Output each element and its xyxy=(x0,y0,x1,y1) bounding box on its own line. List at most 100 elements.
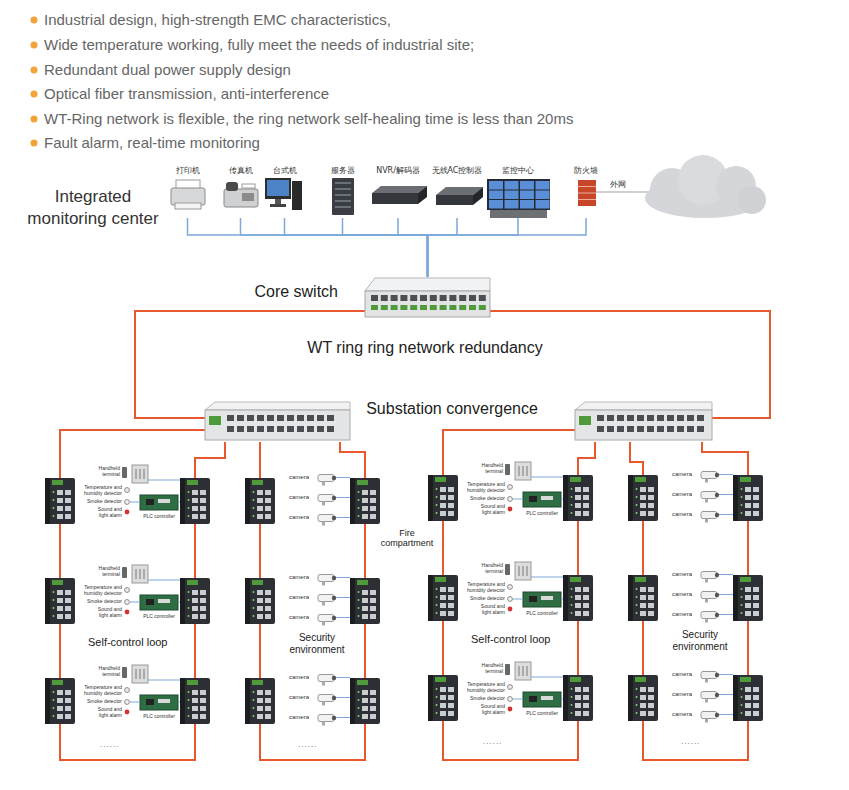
signal-wire xyxy=(178,702,180,703)
sensor-label: Handheld terminal xyxy=(88,466,120,478)
handheld-icon xyxy=(122,567,127,578)
monitor-wall-icon xyxy=(536,181,550,190)
ring-wire xyxy=(747,521,749,575)
switch-port xyxy=(745,687,751,692)
control-board xyxy=(140,695,178,710)
ipc-icon xyxy=(701,612,717,619)
switch-port xyxy=(448,503,454,508)
ring-title: WT ring ring network redundancy xyxy=(302,339,548,357)
terminal-block xyxy=(209,416,221,425)
switch-port xyxy=(448,595,454,600)
industrial-switch xyxy=(428,675,458,721)
switch-port xyxy=(753,711,759,716)
desktop-icon xyxy=(275,199,281,204)
firewall-icon xyxy=(578,186,596,187)
switch-port xyxy=(440,687,446,692)
switch-port xyxy=(65,506,71,511)
switch-port xyxy=(410,305,417,310)
status-led xyxy=(436,488,438,490)
switch-port xyxy=(440,305,447,310)
ring-wire xyxy=(259,624,261,678)
ipc-icon xyxy=(715,593,719,597)
industrial-switch xyxy=(428,675,458,721)
switch-port xyxy=(469,295,476,301)
ipc-label: camera xyxy=(289,694,315,701)
feature-bullet: WT-Ring network is flexible, the ring ne… xyxy=(44,110,573,127)
status-led xyxy=(741,588,743,590)
status-led xyxy=(253,499,255,501)
industrial-switch xyxy=(563,575,568,621)
ipc-label: camera xyxy=(289,674,315,681)
switch-port xyxy=(265,498,271,503)
switch-port xyxy=(420,305,427,310)
switch-port xyxy=(640,703,646,708)
switch-port xyxy=(440,603,446,608)
sensor-label: Sound and light alarm xyxy=(92,607,122,619)
switch-port xyxy=(575,503,581,508)
terminal-block xyxy=(52,480,63,485)
switch-port xyxy=(65,490,71,495)
ipc-icon xyxy=(318,695,334,702)
status-led xyxy=(253,707,255,709)
sensor-label: Temperature and humidity detector xyxy=(76,585,122,597)
status-led xyxy=(358,699,360,701)
switch-port xyxy=(257,614,263,619)
switch-port xyxy=(648,611,654,616)
switch-port xyxy=(362,714,368,719)
switch-port xyxy=(648,703,654,708)
bullet-dot xyxy=(31,67,38,74)
switch-port xyxy=(200,498,206,503)
switch-port xyxy=(753,511,759,516)
detector-icon xyxy=(125,600,130,605)
switch-port xyxy=(697,415,704,421)
control-board xyxy=(140,495,178,510)
industrial-switch xyxy=(733,475,738,521)
status-led xyxy=(53,507,55,509)
feature-bullet: Optical fiber transmission, anti-interfe… xyxy=(44,85,329,102)
status-led xyxy=(741,688,743,690)
sensor-label: Temperature and humidity detector xyxy=(76,685,122,697)
industrial-switch xyxy=(180,478,185,524)
industrial-switch xyxy=(245,578,275,624)
industrial-switch xyxy=(733,575,738,621)
switch-port xyxy=(362,706,368,711)
terminal-block xyxy=(252,580,263,585)
ipc-label: camera xyxy=(289,614,315,621)
industrial-switch xyxy=(350,478,380,524)
status-led xyxy=(358,491,360,493)
switch-port xyxy=(317,426,324,432)
alarm-icon xyxy=(125,610,130,615)
industrial-switch xyxy=(350,678,380,724)
ipc-icon xyxy=(701,472,717,479)
switch-port xyxy=(627,415,634,421)
zone-label: Fire compartment xyxy=(380,528,434,549)
switch-port xyxy=(667,426,674,432)
desktop-icon xyxy=(292,181,302,210)
switch-port xyxy=(583,603,589,608)
terminal-block xyxy=(52,680,63,685)
ipc-icon xyxy=(705,679,708,683)
switch-port xyxy=(469,305,476,310)
ipc-icon xyxy=(332,476,336,480)
bullet-dot xyxy=(31,42,38,49)
switch-port xyxy=(370,514,376,519)
switch-port xyxy=(440,703,446,708)
ipc-icon xyxy=(715,513,719,517)
status-led xyxy=(741,604,743,606)
switch-port xyxy=(257,498,263,503)
industrial-switch xyxy=(180,678,210,724)
switch-port xyxy=(648,595,654,600)
signal-wire xyxy=(719,494,733,495)
status-led xyxy=(436,712,438,714)
building-icon xyxy=(515,562,531,580)
switch-port xyxy=(448,487,454,492)
switch-port xyxy=(257,606,263,611)
industrial-switch xyxy=(428,675,433,721)
switch-port xyxy=(575,687,581,692)
status-led xyxy=(571,688,573,690)
ring-wire xyxy=(60,724,195,760)
switch-port xyxy=(583,595,589,600)
status-led xyxy=(53,615,55,617)
terminal-block xyxy=(187,580,198,585)
terminal-block xyxy=(435,677,446,682)
